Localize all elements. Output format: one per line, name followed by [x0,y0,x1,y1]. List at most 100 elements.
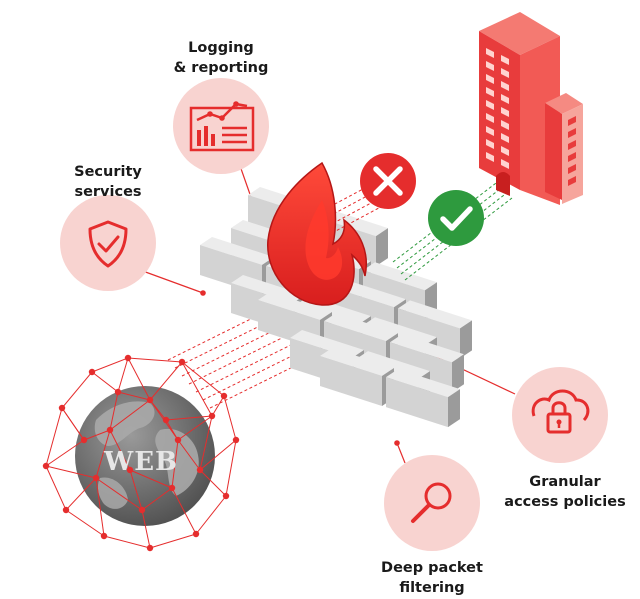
security-services-icon [60,195,156,291]
network-node [178,358,186,366]
granular-access-icon [512,367,608,463]
network-node [232,436,240,444]
window [501,120,509,130]
network-link [225,439,237,497]
network-node [62,506,70,514]
network-node [100,532,108,540]
web-label: WEB [103,447,178,477]
window [486,48,494,58]
globe-icon: WEB [42,354,240,552]
network-link [61,407,85,441]
network-link [65,509,105,537]
network-link [165,419,179,441]
network-link [149,533,197,549]
network-node [42,462,50,470]
network-node [168,484,176,492]
brick [398,300,472,359]
window [501,94,509,104]
network-link [141,509,151,549]
network-link [199,439,237,471]
network-link [211,395,225,417]
window [568,176,576,186]
window [568,128,576,138]
network-link [45,407,63,467]
window [568,116,576,126]
window [501,133,509,143]
window [486,100,494,110]
window [501,146,509,156]
network-link [149,399,167,421]
network-link [95,477,143,511]
security-services-label: Security services [74,164,142,200]
network-link [129,469,173,489]
network-link [127,357,151,401]
network-link [165,415,213,421]
network-node [196,466,204,474]
network-node [208,412,216,420]
network-link [109,429,131,471]
window [568,164,576,174]
granular-access-label: Granular access policies [504,474,626,510]
network-node [162,416,170,424]
network-node [114,388,122,396]
network-node [58,404,66,412]
network-link [61,371,93,409]
flame-icon [267,161,367,306]
network-node [192,530,200,538]
network-link [45,465,67,511]
network-link [127,357,183,363]
network-node [220,392,228,400]
network-node [80,436,88,444]
network-link [195,495,227,535]
office-building-icon [479,12,583,205]
window [486,74,494,84]
network-link [181,361,213,417]
network-link [141,487,173,511]
network-node [88,368,96,376]
network-link [65,477,97,511]
brick [390,334,464,393]
window [501,68,509,78]
network-link [91,371,119,393]
network-link [171,439,179,489]
network-link [95,477,105,537]
network-link [95,429,111,479]
network-link [117,357,129,393]
network-link [223,395,237,441]
logging-reporting-icon [173,78,269,174]
network-link [109,391,119,431]
window [568,140,576,150]
network-link [199,415,213,471]
brick [386,369,460,428]
network-link [109,399,151,431]
network-node [124,354,132,362]
window [501,81,509,91]
network-link [83,429,111,441]
network-link [45,465,97,479]
window [486,139,494,149]
network-node [174,436,182,444]
window [486,126,494,136]
network-node [138,506,146,514]
deep-packet-label: Deep packet filtering [381,560,483,596]
window [501,107,509,117]
network-node [106,426,114,434]
deep-packet-icon [384,455,480,551]
network-link [181,361,225,397]
window [486,152,494,162]
check-mark-icon [428,190,484,246]
window [501,55,509,65]
network-link [199,469,227,497]
network-node [146,544,154,552]
network-link [91,357,129,373]
network-link [103,535,151,549]
window [568,152,576,162]
window [486,61,494,71]
window [486,87,494,97]
network-node [126,466,134,474]
network-link [117,391,151,401]
x-mark-icon [360,153,416,209]
network-link [149,361,183,401]
window [486,113,494,123]
